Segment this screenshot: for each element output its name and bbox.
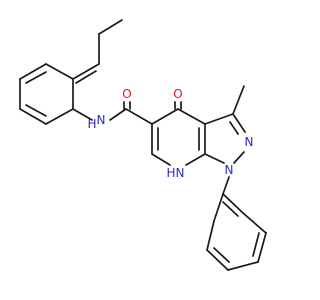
bond-aryl2-b bbox=[242, 212, 267, 234]
bond-aryl1-f bbox=[45, 108, 74, 125]
bond-c3-n2-inner bbox=[229, 121, 239, 135]
bond-c5-c4 bbox=[151, 108, 179, 125]
atom-pyrazole-n1: N bbox=[225, 163, 234, 177]
bond-c3-methyl bbox=[232, 85, 245, 115]
bond-aryl-nh bbox=[72, 108, 93, 121]
canvas-background bbox=[0, 0, 300, 300]
bond-carbonyl-c5 bbox=[125, 108, 153, 125]
bonds-group bbox=[19, 19, 267, 271]
bond-aryl1-b bbox=[45, 63, 74, 80]
bond-n1-phenyl bbox=[222, 176, 230, 195]
bond-ethyl-ch3 bbox=[98, 19, 123, 35]
bond-aryl1-c-inner bbox=[25, 71, 47, 84]
atom-pyrazole-n2: N bbox=[245, 135, 254, 149]
atom-labels-group: O O N H N N H N bbox=[87, 87, 253, 180]
bond-aryl2-c bbox=[257, 232, 267, 263]
bond-nh-c6 bbox=[151, 153, 171, 166]
atom-amide-oxygen: O bbox=[122, 87, 131, 101]
bond-aryl1-c bbox=[19, 63, 47, 80]
bond-c4-c3a bbox=[177, 108, 206, 125]
bond-c3a-c3 bbox=[204, 113, 234, 125]
bond-aryl2-a-inner bbox=[222, 201, 239, 217]
atom-ring-nh-n: N bbox=[176, 166, 185, 180]
bond-aryl2-e-inner bbox=[213, 247, 230, 263]
bond-aryl2-a bbox=[222, 193, 244, 214]
atom-ketone-oxygen: O bbox=[173, 87, 182, 101]
bond-aryl2-f bbox=[206, 220, 215, 251]
bond-c7a-nh bbox=[185, 153, 206, 166]
bond-aryl1-e bbox=[19, 108, 47, 125]
bond-aryl1-a-inner bbox=[75, 70, 97, 84]
bond-aryl2-d bbox=[227, 261, 259, 271]
bond-aryl2-c-inner bbox=[252, 232, 260, 257]
atom-ring-nh-h: H bbox=[166, 166, 175, 180]
bond-c3-n2 bbox=[232, 113, 246, 133]
atom-amide-nitrogen-h: H bbox=[87, 117, 96, 131]
bond-nh-carbonyl bbox=[109, 108, 127, 121]
bond-aryl1-a bbox=[72, 63, 100, 80]
bond-n2-n1 bbox=[233, 151, 245, 164]
bond-aryl1-e-inner bbox=[25, 104, 47, 117]
bond-aryl2-e bbox=[206, 249, 229, 271]
bond-aryl2-g bbox=[213, 193, 224, 222]
molecule-structure: O O N H N N H N bbox=[0, 0, 300, 300]
atom-amide-nitrogen: N bbox=[97, 113, 106, 127]
bond-n1-c7a bbox=[204, 153, 225, 164]
